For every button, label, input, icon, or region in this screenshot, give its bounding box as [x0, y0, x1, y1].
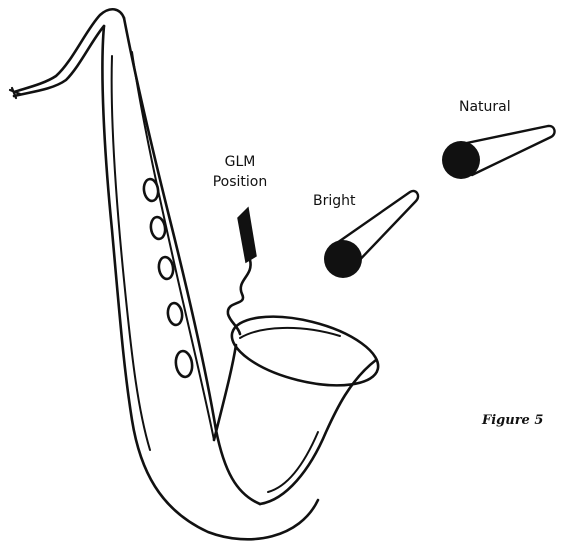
bright-label: Bright	[313, 191, 356, 211]
sax-key-3	[158, 256, 175, 280]
glm-label-line-1: GLM	[207, 152, 273, 172]
sax-bell-rim	[225, 304, 385, 399]
sax-neck-outline	[14, 9, 124, 92]
sax-key-4	[167, 302, 184, 326]
natural-mic-capsule	[442, 141, 480, 179]
sax-neck-inner	[14, 26, 104, 96]
sax-bell-rim-inner	[240, 328, 340, 338]
sax-body-left	[102, 26, 318, 539]
glm-microphone-icon	[228, 208, 256, 334]
sax-key-5	[174, 350, 193, 378]
natural-microphone-icon	[442, 126, 555, 179]
sax-bell-body	[214, 345, 236, 440]
figure-caption: Figure 5	[482, 411, 543, 431]
natural-label: Natural	[459, 97, 511, 117]
glm-mic-head	[238, 208, 256, 262]
glm-label-line-2: Position	[207, 172, 273, 192]
glm-position-label: GLM Position	[207, 152, 273, 192]
bright-mic-capsule	[324, 240, 362, 278]
saxophone-icon	[10, 9, 385, 539]
